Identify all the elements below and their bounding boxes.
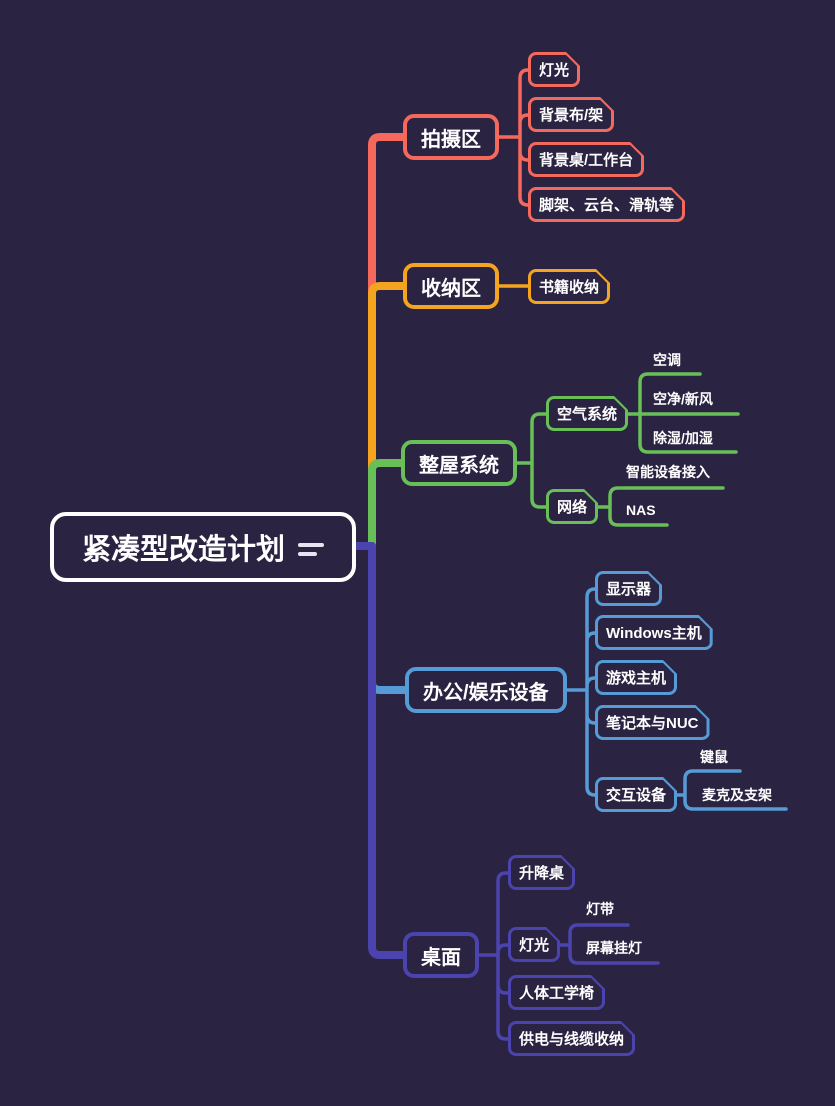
topic-interaction-devices[interactable]: 交互设备 <box>595 777 677 812</box>
subtopic-light-strip[interactable]: 灯带 <box>586 901 614 917</box>
topic-monitor[interactable]: 显示器 <box>595 571 662 606</box>
topic-power-cable-management-label: 供电与线缆收纳 <box>511 1024 632 1053</box>
topic-tripod-gimbal-rail-label: 脚架、云台、滑轨等 <box>531 190 682 219</box>
topic-laptop-nuc-label: 笔记本与NUC <box>598 708 707 737</box>
topic-backdrop-table-workbench-label: 背景桌/工作台 <box>531 145 641 174</box>
topic-desk-lighting-label: 灯光 <box>511 930 557 959</box>
notes-icon[interactable] <box>298 542 324 556</box>
topic-book-storage-label: 书籍收纳 <box>531 272 607 301</box>
trunk-whole-house <box>368 459 414 550</box>
topic-standing-desk-label: 升降桌 <box>511 858 572 887</box>
topic-windows-pc[interactable]: Windows主机 <box>595 615 713 650</box>
topic-backdrop-cloth-stand[interactable]: 背景布/架 <box>528 97 614 132</box>
trunk-desk <box>368 542 414 959</box>
subtopic-smart-device-access[interactable]: 智能设备接入 <box>626 464 710 480</box>
topic-lighting[interactable]: 灯光 <box>528 52 580 87</box>
subtopic-dehumidify-humidify[interactable]: 除湿/加湿 <box>653 430 713 446</box>
trunk-storage-area <box>368 282 414 550</box>
topic-air-system-label: 空气系统 <box>549 399 625 428</box>
topic-air-system[interactable]: 空气系统 <box>546 396 628 431</box>
branch-storage-area[interactable]: 收纳区 <box>403 263 499 309</box>
branch-photo-area[interactable]: 拍摄区 <box>403 114 499 160</box>
branch-desk[interactable]: 桌面 <box>403 932 479 978</box>
topic-book-storage[interactable]: 书籍收纳 <box>528 269 610 304</box>
subtopic-mic-and-stand[interactable]: 麦克及支架 <box>702 787 772 803</box>
branch-whole-house-system[interactable]: 整屋系统 <box>401 440 517 486</box>
subtopic-keyboard-mouse[interactable]: 键鼠 <box>700 749 728 765</box>
topic-game-console-label: 游戏主机 <box>598 663 674 692</box>
topic-interaction-devices-label: 交互设备 <box>598 780 674 809</box>
topic-lighting-label: 灯光 <box>531 55 577 84</box>
topic-monitor-label: 显示器 <box>598 574 659 603</box>
subtopic-air-conditioner[interactable]: 空调 <box>653 352 681 368</box>
topic-windows-pc-label: Windows主机 <box>598 618 710 647</box>
topic-ergonomic-chair-label: 人体工学椅 <box>511 978 602 1007</box>
topic-game-console[interactable]: 游戏主机 <box>595 660 677 695</box>
topic-power-cable-management[interactable]: 供电与线缆收纳 <box>508 1021 635 1056</box>
topic-network[interactable]: 网络 <box>546 489 598 524</box>
root-topic-label: 紧凑型改造计划 <box>81 534 285 566</box>
branch-office-entertainment[interactable]: 办公/娱乐设备 <box>405 667 567 713</box>
trunk-office <box>368 542 414 694</box>
topic-ergonomic-chair[interactable]: 人体工学椅 <box>508 975 605 1010</box>
topic-standing-desk[interactable]: 升降桌 <box>508 855 575 890</box>
topic-laptop-nuc[interactable]: 笔记本与NUC <box>595 705 710 740</box>
topic-backdrop-cloth-stand-label: 背景布/架 <box>531 100 611 129</box>
subtopic-purifier-fresh-air[interactable]: 空净/新风 <box>653 391 713 407</box>
topic-backdrop-table-workbench[interactable]: 背景桌/工作台 <box>528 142 644 177</box>
topic-network-label: 网络 <box>549 492 595 521</box>
subtopic-screen-light-bar[interactable]: 屏幕挂灯 <box>586 940 642 956</box>
subtopic-nas[interactable]: NAS <box>626 502 656 518</box>
trunk-photo-area <box>368 133 414 550</box>
root-topic[interactable]: 紧凑型改造计划 <box>50 512 356 582</box>
topic-tripod-gimbal-rail[interactable]: 脚架、云台、滑轨等 <box>528 187 685 222</box>
topic-desk-lighting[interactable]: 灯光 <box>508 927 560 962</box>
